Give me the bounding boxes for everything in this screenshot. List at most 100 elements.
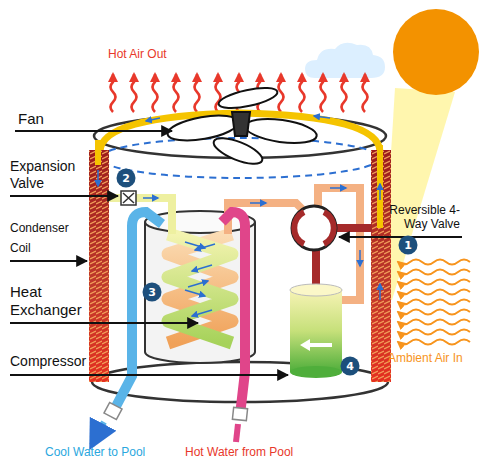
expansion-valve-symbol — [123, 193, 134, 203]
hot-air-arrows — [279, 74, 284, 112]
callout-number: 3 — [142, 282, 162, 302]
compressor-symbol — [300, 339, 332, 351]
callout-outline — [143, 283, 162, 302]
heat-exchanger — [192, 310, 212, 316]
water-flow-label: Cool Water to Pool — [45, 445, 145, 459]
ambient-air-arrows — [398, 310, 470, 315]
water-pipes — [222, 212, 245, 415]
heat-exchanger — [168, 234, 232, 343]
heat-exchanger — [188, 281, 208, 287]
refrigerant-pipes — [143, 197, 158, 199]
ambient-air-arrows — [398, 300, 470, 305]
leader-lines — [15, 130, 172, 132]
callout-circle: 4 — [340, 356, 360, 376]
heat-exchanger — [185, 290, 205, 296]
fan-symbol — [232, 112, 250, 136]
hot-air-arrows — [111, 74, 368, 112]
fan-symbol — [211, 133, 266, 169]
water-flow-label: Hot Water from Pool — [185, 445, 293, 459]
four-way-valve-symbol — [294, 212, 304, 244]
hot-air-arrows — [195, 74, 200, 112]
expansion-valve-symbol — [121, 191, 136, 205]
hot-air-arrows — [111, 74, 116, 112]
expansion-valve-symbol — [121, 191, 136, 205]
leader-lines — [339, 236, 462, 238]
condenser-coil — [377, 145, 383, 228]
hot-air-arrows — [342, 74, 347, 112]
refrigerant-pipes — [336, 224, 372, 232]
leader-lines — [10, 131, 462, 375]
heat-exchanger — [168, 234, 232, 343]
ambient-air-arrows — [398, 290, 470, 295]
refrigerant-pipes — [379, 184, 381, 200]
part-label: Fan — [18, 110, 44, 127]
water-pipes — [92, 422, 104, 445]
leader-lines — [10, 195, 118, 197]
water-pipes — [236, 424, 238, 442]
callout-number: 2 — [116, 168, 136, 188]
heat-exchanger — [185, 242, 205, 248]
refrigerant-pipes — [379, 284, 381, 300]
leader-lines — [10, 374, 288, 376]
four-way-valve-symbol — [292, 206, 336, 250]
sun — [382, 9, 479, 300]
water-pipes — [113, 212, 162, 412]
ambient-air-arrows — [398, 320, 470, 325]
callout-circle: 1 — [398, 235, 418, 255]
callout-outline — [399, 236, 418, 255]
heat-exchanger — [145, 211, 255, 363]
four-way-valve-symbol — [324, 212, 334, 244]
ambient-air-arrows — [398, 260, 470, 345]
condenser-coil — [89, 150, 109, 382]
condenser-coil — [89, 150, 109, 382]
hot-air-arrows — [132, 74, 137, 112]
cloud — [305, 43, 385, 78]
hot-air-arrows — [174, 74, 179, 112]
part-label: Expansion Valve — [10, 158, 82, 192]
hot-air-arrows — [363, 74, 368, 112]
part-label: Condenser Coil — [10, 218, 76, 258]
callout-number: 4 — [340, 356, 360, 376]
fan-symbol — [217, 84, 279, 112]
ambient-air-arrows — [398, 270, 470, 275]
callout-outline — [341, 357, 360, 376]
refrigerant-pipes — [97, 170, 99, 186]
water-pipes — [104, 402, 122, 419]
callout-circle: 2 — [116, 168, 136, 188]
refrigerant-pipes — [314, 116, 330, 118]
hot-air-arrows — [321, 74, 326, 112]
ambient-air-arrows — [398, 280, 470, 285]
four-way-valve-symbol — [292, 206, 336, 250]
refrigerant-pipes — [359, 250, 361, 266]
leader-lines — [10, 322, 198, 324]
refrigerant-pipes — [312, 250, 320, 288]
fan-symbol — [166, 84, 319, 169]
compressor-symbol — [290, 366, 342, 378]
air-flow-label: Hot Air Out — [108, 47, 167, 61]
refrigerant-pipes — [250, 202, 266, 204]
water-pipes — [232, 407, 247, 420]
callout-circle: 3 — [142, 282, 162, 302]
condenser-coil — [95, 140, 101, 165]
heat-exchanger — [185, 242, 215, 316]
part-label: Heat Exchanger — [10, 283, 92, 319]
part-label: Reversible 4-Way Valve — [384, 203, 460, 231]
heat-exchanger — [192, 265, 212, 271]
callout-number: 1 — [398, 235, 418, 255]
sun — [393, 9, 479, 95]
ambient-air-arrows — [398, 340, 470, 345]
compressor-symbol — [290, 284, 342, 378]
heat-exchanger — [195, 244, 215, 250]
fan-symbol — [244, 115, 318, 147]
ambient-air-arrows — [398, 260, 470, 265]
hot-air-arrows — [300, 74, 305, 112]
refrigerant-pipes — [146, 118, 160, 121]
compressor-symbol — [290, 290, 342, 372]
air-flow-label: Ambient Air In — [388, 351, 463, 365]
heat-exchanger — [145, 222, 255, 363]
hot-air-arrows — [153, 74, 158, 112]
leader-lines — [10, 260, 87, 262]
compressor-symbol — [290, 284, 342, 296]
